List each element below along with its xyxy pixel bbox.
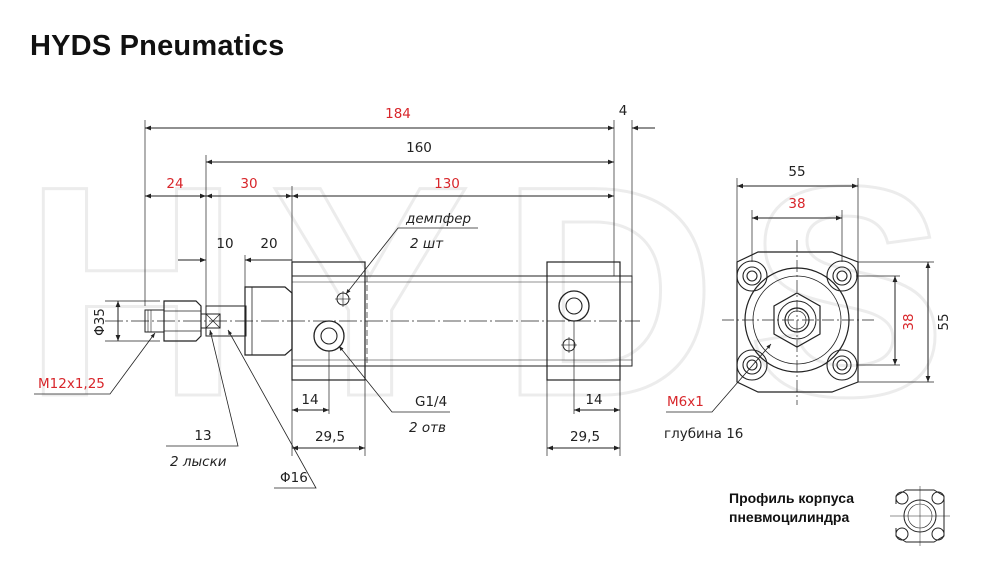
dim-thread: M12x1,25 (38, 376, 105, 392)
dim-rod-collar: Φ16 (280, 470, 308, 486)
profile-caption-line1: Профиль корпуса (729, 490, 854, 506)
dim-24: 24 (166, 176, 183, 192)
damper-label: демпфер (405, 211, 471, 227)
profile-caption: Профиль корпуса пневмоцилиндра (729, 489, 854, 527)
port-count: 2 отв (409, 420, 446, 436)
dim-29-5-rear: 29,5 (570, 429, 600, 445)
dim-160: 160 (406, 140, 432, 156)
dim-130: 130 (434, 176, 460, 192)
damper-count: 2 шт (410, 236, 444, 252)
dim-55-vertical: 55 (936, 313, 952, 330)
dim-30: 30 (240, 176, 257, 192)
page-title: HYDS Pneumatics (30, 30, 285, 62)
dim-29-5-front: 29,5 (315, 429, 345, 445)
dim-wrench-flats: 13 (194, 428, 211, 444)
dim-38-horizontal: 38 (788, 196, 805, 212)
dim-14-rear: 14 (585, 392, 602, 408)
mount-thread: M6x1 (667, 394, 704, 410)
dim-rod-diameter: Φ35 (92, 308, 108, 336)
port-thread: G1/4 (415, 394, 447, 410)
watermark: HYDS (23, 123, 977, 459)
dim-14-front: 14 (301, 392, 318, 408)
profile-caption-line2: пневмоцилиндра (729, 509, 850, 525)
dim-4: 4 (619, 103, 628, 119)
dim-184: 184 (385, 106, 411, 122)
dim-38-vertical: 38 (901, 313, 917, 330)
dim-wrench-flats-note: 2 лыски (170, 454, 227, 470)
dim-20: 20 (260, 236, 277, 252)
dim-10: 10 (216, 236, 233, 252)
dim-55-horizontal: 55 (788, 164, 805, 180)
mount-depth: глубина 16 (664, 426, 743, 442)
